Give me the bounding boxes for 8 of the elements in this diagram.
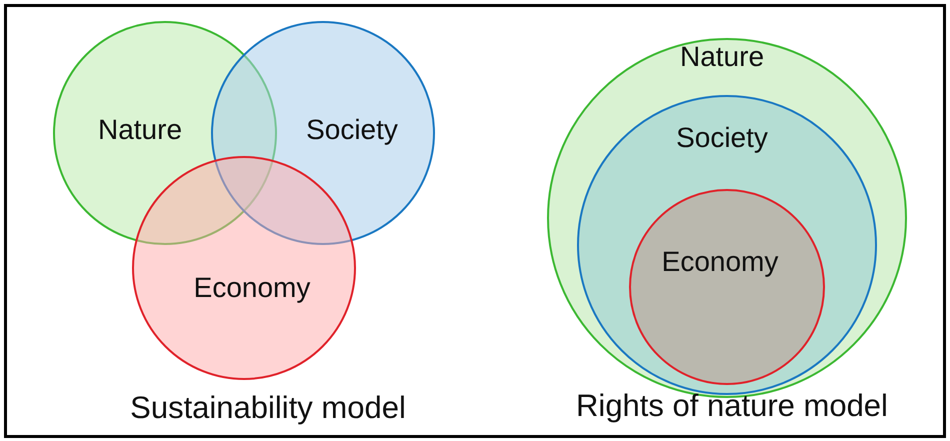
circle-label: Society <box>676 122 768 154</box>
circle-label: Society <box>306 114 398 146</box>
circle-label: Economy <box>194 272 310 304</box>
circle-label: Nature <box>680 41 764 73</box>
model-caption: Rights of nature model <box>576 388 888 424</box>
model-caption: Sustainability model <box>130 390 406 426</box>
circle-label: Economy <box>662 246 778 278</box>
circle-label: Nature <box>98 114 182 146</box>
